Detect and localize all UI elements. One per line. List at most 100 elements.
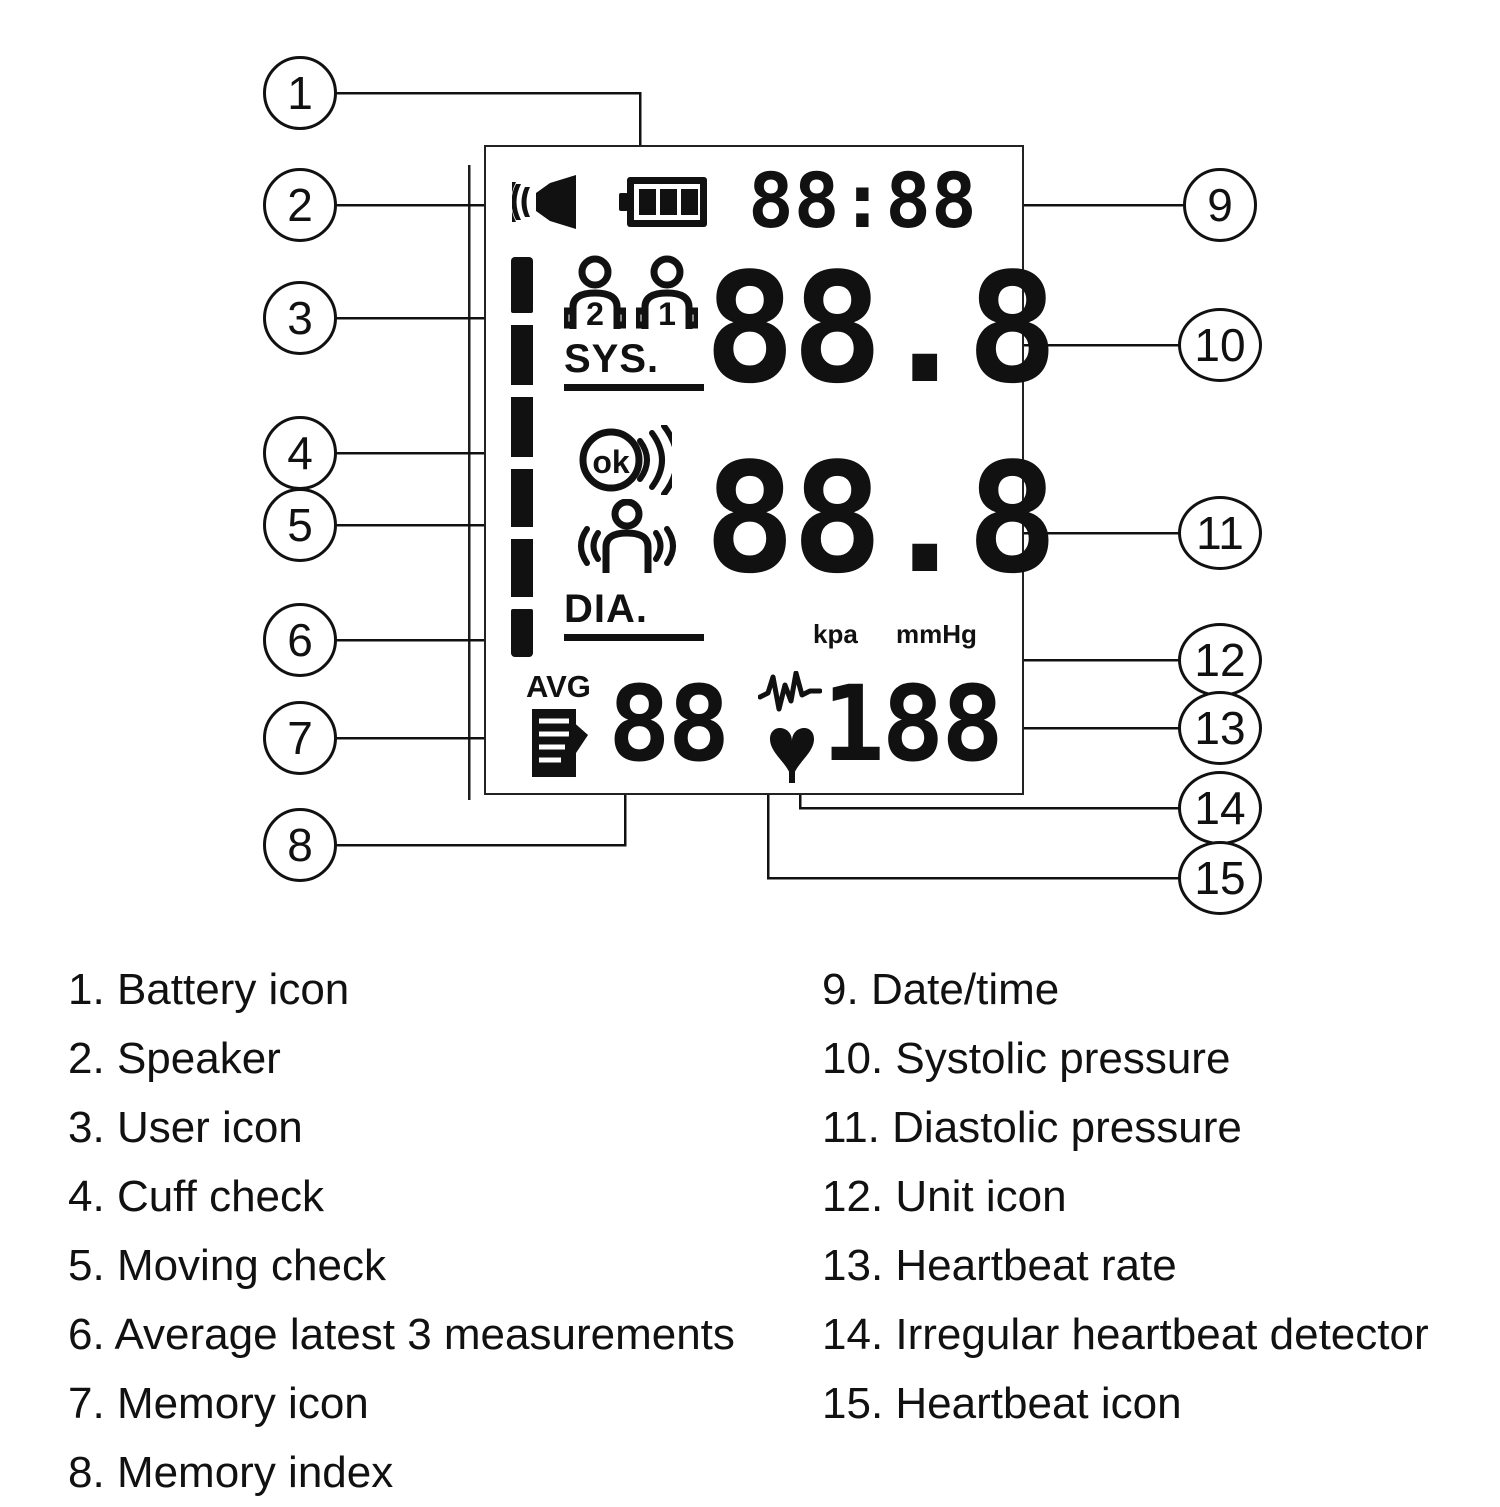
callout-5[interactable]: 5: [263, 488, 337, 562]
legend-item-14-num: 14.: [822, 1310, 884, 1359]
lcd-panel: 88:88 2: [484, 145, 1058, 795]
callout-6[interactable]: 6: [263, 603, 337, 677]
callout-6-label: 6: [287, 614, 313, 666]
callout-15-label: 15: [1194, 852, 1246, 904]
callout-8[interactable]: 8: [263, 808, 337, 882]
bargraph-segment: [511, 257, 533, 313]
bargraph-segment: [511, 325, 533, 385]
legend-item-9: 9. Date/time: [822, 955, 1492, 1024]
legend-item-10-num: 10.: [822, 1034, 884, 1083]
legend-item-5-text: Moving check: [116, 1241, 386, 1290]
legend-item-1-num: 1.: [68, 965, 105, 1014]
callout-12-label: 12: [1194, 634, 1246, 686]
legend-item-2-text: Speaker: [116, 1034, 281, 1083]
legend-item-8-num: 8.: [68, 1448, 105, 1497]
callout-4-label: 4: [287, 427, 313, 479]
callout-13[interactable]: 13: [1178, 691, 1262, 765]
legend-item-13-text: Heartbeat rate: [895, 1241, 1177, 1290]
callout-7[interactable]: 7: [263, 701, 337, 775]
diastolic-value: 88.8: [704, 430, 1058, 607]
callout-9-label: 9: [1207, 179, 1233, 231]
callout-1-label: 1: [287, 67, 313, 119]
legend-item-11: 11. Diastolic pressure: [822, 1093, 1492, 1162]
bargraph-segment: [511, 609, 533, 657]
callout-10-label: 10: [1194, 319, 1246, 371]
systolic-value: 88.8: [704, 240, 1058, 417]
callout-4[interactable]: 4: [263, 416, 337, 490]
legend-item-6-text: Average latest 3 measurements: [114, 1310, 735, 1359]
callout-12[interactable]: 12: [1178, 623, 1262, 697]
dia-label: DIA.: [564, 589, 704, 641]
legend-item-10-text: Systolic pressure: [895, 1034, 1231, 1083]
leader-line-15: [766, 760, 1186, 880]
legend-item-11-num: 11.: [822, 1103, 880, 1152]
leader-line-8: [327, 778, 627, 847]
callout-7-label: 7: [287, 712, 313, 764]
callout-14[interactable]: 14: [1178, 771, 1262, 845]
bargraph-segment: [511, 539, 533, 597]
legend-item-9-text: Date/time: [870, 965, 1060, 1014]
legend-item-12: 12. Unit icon: [822, 1162, 1492, 1231]
legend-item-12-num: 12.: [822, 1172, 884, 1221]
legend-item-10: 10. Systolic pressure: [822, 1024, 1492, 1093]
callout-10[interactable]: 10: [1178, 308, 1262, 382]
bargraph-segment: [511, 469, 533, 527]
pressure-bargraph: [511, 257, 533, 657]
legend-item-7: 7. Memory icon: [68, 1369, 788, 1438]
cuff-check-label: ok: [592, 444, 630, 480]
legend-item-15-text: Heartbeat icon: [895, 1379, 1182, 1428]
callout-11-label: 11: [1196, 507, 1244, 559]
legend-item-6: 6. Average latest 3 measurements: [68, 1300, 788, 1369]
legend-item-15: 15. Heartbeat icon: [822, 1369, 1492, 1438]
legend-item-5-num: 5.: [68, 1241, 105, 1290]
callout-13-label: 13: [1194, 702, 1246, 754]
legend-item-4: 4. Cuff check: [68, 1162, 788, 1231]
callout-3[interactable]: 3: [263, 281, 337, 355]
date-time-display: 88:88: [748, 156, 977, 245]
sys-label: SYS.: [564, 339, 704, 391]
legend-item-4-text: Cuff check: [116, 1172, 325, 1221]
callout-9[interactable]: 9: [1183, 168, 1257, 242]
legend-item-5: 5. Moving check: [68, 1231, 788, 1300]
callout-15[interactable]: 15: [1178, 841, 1262, 915]
legend-item-3-num: 3.: [68, 1103, 105, 1152]
heartbeat-rate-value: 188: [822, 663, 1004, 785]
legend-item-3: 3. User icon: [68, 1093, 788, 1162]
legend-item-2-num: 2.: [68, 1034, 105, 1083]
legend-item-7-text: Memory icon: [116, 1379, 369, 1428]
legend-item-3-text: User icon: [116, 1103, 303, 1152]
legend-item-4-num: 4.: [68, 1172, 105, 1221]
callout-1[interactable]: 1: [263, 56, 337, 130]
callout-diagram: 88:88 2: [263, 56, 1262, 915]
legend-item-8: 8. Memory index: [68, 1438, 788, 1507]
legend-item-1-text: Battery icon: [116, 965, 350, 1014]
memory-index-value: 88: [608, 663, 730, 785]
callout-3-label: 3: [287, 292, 313, 344]
callout-2[interactable]: 2: [263, 168, 337, 242]
user-icon-2-label: 2: [586, 296, 604, 332]
legend-item-12-text: Unit icon: [895, 1172, 1067, 1221]
unit-mmhg-label: mmHg: [896, 619, 977, 649]
callout-2-label: 2: [287, 179, 313, 231]
callout-8-label: 8: [287, 819, 313, 871]
legend-item-13-num: 13.: [822, 1241, 884, 1290]
legend-item-11-text: Diastolic pressure: [892, 1103, 1242, 1152]
unit-kpa-label: kpa: [813, 619, 858, 649]
legend-item-15-num: 15.: [822, 1379, 884, 1428]
legend-column-left: 1. Battery icon 2. Speaker 3. User icon …: [68, 955, 788, 1507]
legend-item-14-text: Irregular heartbeat detector: [895, 1310, 1429, 1359]
legend-item-7-num: 7.: [68, 1379, 105, 1428]
legend: 1. Battery icon 2. Speaker 3. User icon …: [0, 955, 1500, 1500]
legend-item-13: 13. Heartbeat rate: [822, 1231, 1492, 1300]
legend-item-1: 1. Battery icon: [68, 955, 788, 1024]
bargraph-segment: [511, 397, 533, 457]
callout-11[interactable]: 11: [1178, 496, 1262, 570]
avg-label: AVG: [526, 669, 591, 704]
legend-item-6-num: 6.: [68, 1310, 105, 1359]
callout-5-label: 5: [287, 499, 313, 551]
legend-item-14: 14. Irregular heartbeat detector: [822, 1300, 1492, 1369]
legend-item-2: 2. Speaker: [68, 1024, 788, 1093]
legend-item-9-num: 9.: [822, 965, 859, 1014]
legend-item-8-text: Memory index: [116, 1448, 394, 1497]
legend-column-right: 9. Date/time 10. Systolic pressure 11. D…: [822, 955, 1492, 1438]
